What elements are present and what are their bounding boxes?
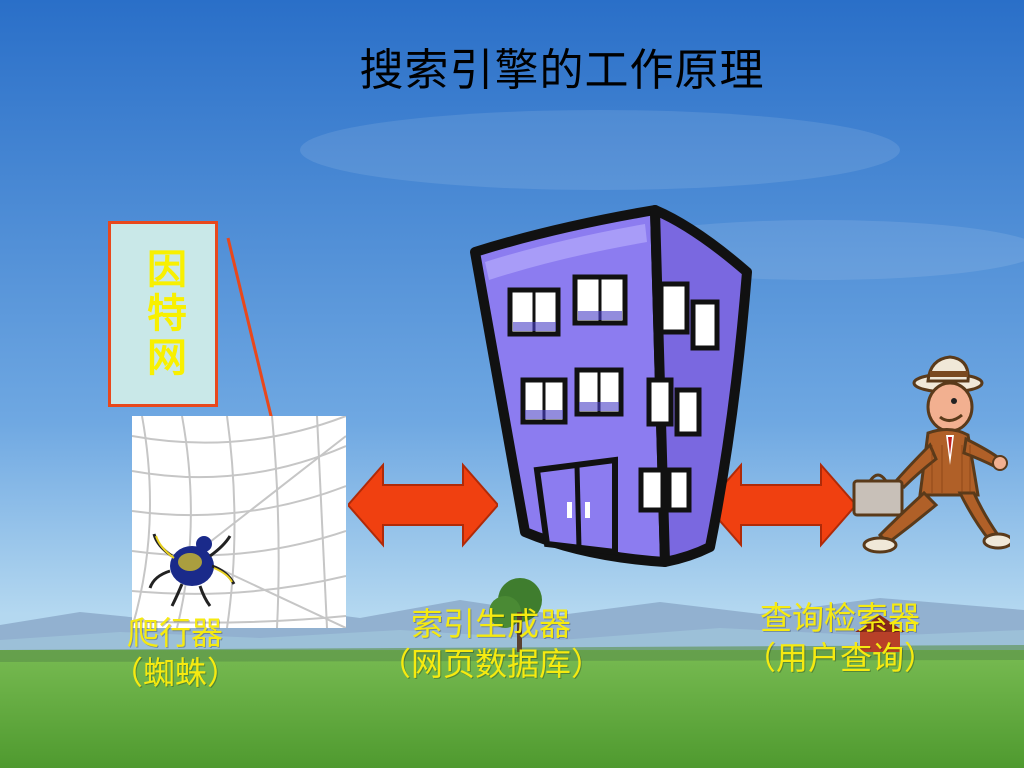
slide-title: 搜索引擎的工作原理	[359, 45, 765, 96]
building-icon	[470, 205, 752, 567]
query-caption-line2: （用户查询）	[743, 639, 936, 677]
businessman-icon	[852, 355, 1010, 554]
crawler-caption-line1: 爬行器	[126, 614, 223, 652]
indexer-caption-line1: 索引生成器	[410, 605, 571, 643]
crawler-caption-line2: （蜘蛛）	[110, 654, 239, 692]
spider-icon	[148, 533, 236, 607]
indexer-caption-line2: （网页数据库）	[378, 645, 603, 683]
double-arrow-left	[348, 462, 498, 548]
indexer-caption: 索引生成器 （网页数据库）	[366, 604, 616, 684]
query-caption: 查询检索器 （用户查询）	[730, 598, 950, 678]
double-arrow-right	[706, 462, 856, 548]
internet-label-box: 因特网	[108, 221, 218, 407]
crawler-caption: 爬行器 （蜘蛛）	[95, 613, 255, 693]
query-caption-line1: 查询检索器	[759, 599, 920, 637]
internet-label: 因特网	[140, 248, 186, 380]
spider-web-image	[132, 416, 346, 628]
